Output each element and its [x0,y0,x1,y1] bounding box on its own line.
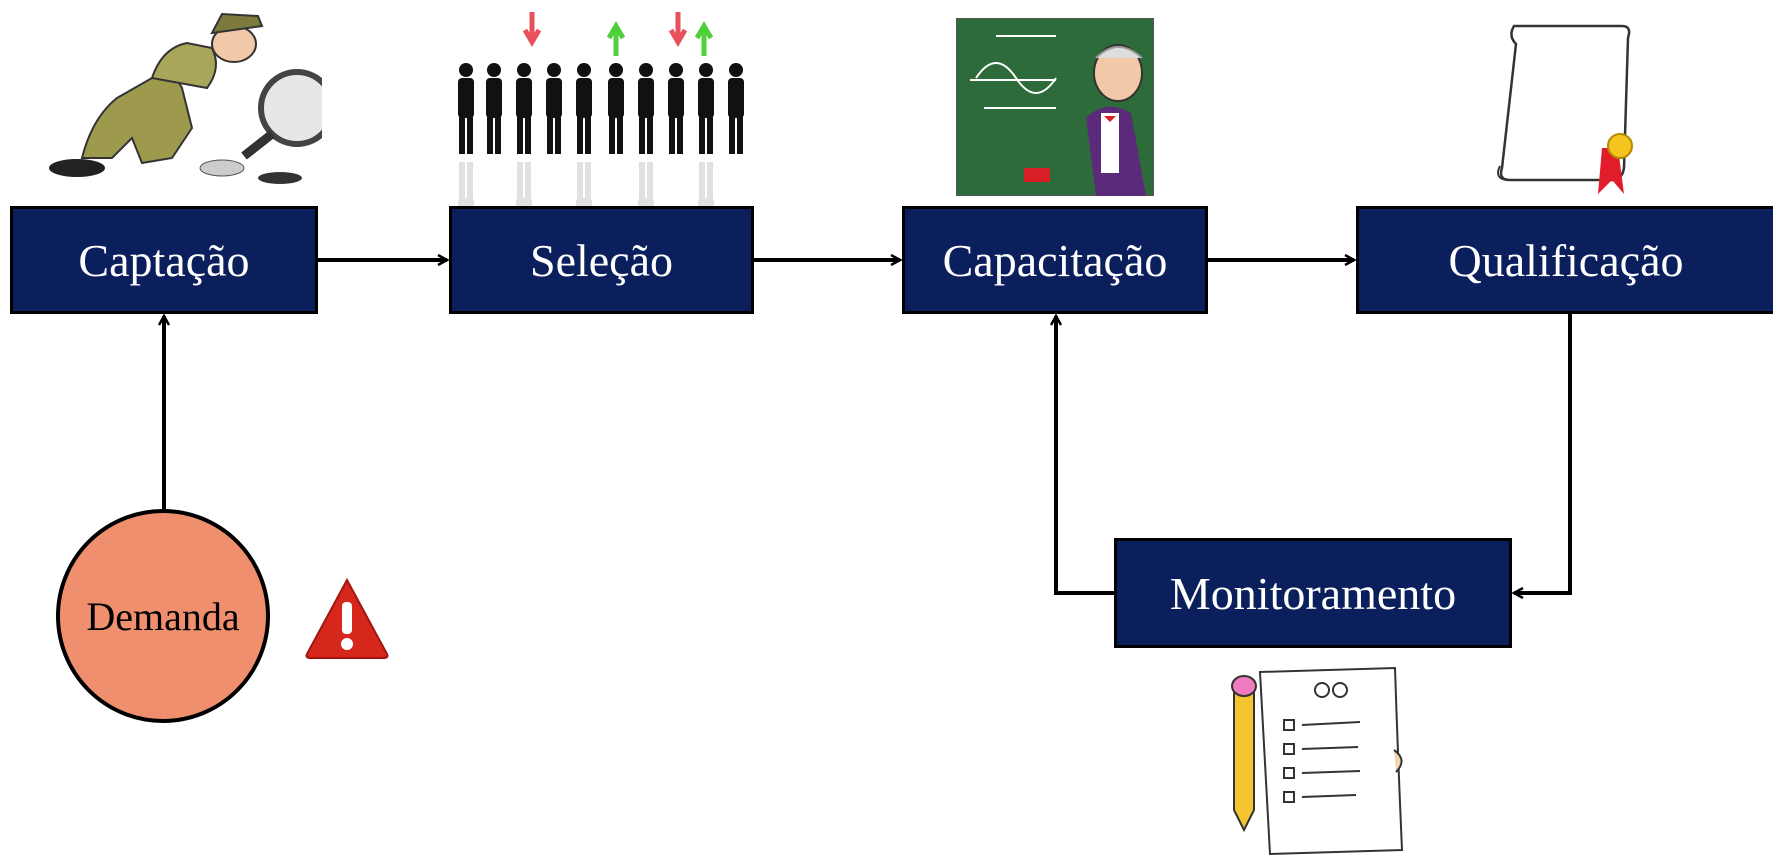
people-selection-icon [458,12,744,206]
certificate-scroll-icon [1497,24,1633,194]
arrow-qualificacao-monitoramento [1514,314,1572,593]
monitoramento-box: Monitoramento [1114,538,1512,648]
checklist-pencil-icon [1231,666,1404,856]
monitoramento-label: Monitoramento [1169,567,1457,619]
capacitacao-box: Capacitação [902,206,1208,314]
demanda-circle: Demanda [56,509,270,723]
selecao-label: Seleção [529,234,674,286]
capacitacao-label: Capacitação [942,234,1168,286]
qualificacao-label: Qualificação [1448,234,1684,286]
detective-magnifier-icon [49,12,322,184]
warning-icon [305,577,389,659]
captacao-box: Captação [10,206,318,314]
selecao-box: Seleção [449,206,754,314]
arrow-monitoramento-capacitacao [1056,316,1114,595]
qualificacao-box: Qualificação [1356,206,1773,314]
teacher-blackboard-icon [956,18,1154,196]
demanda-label: Demanda [86,593,240,639]
captacao-label: Captação [78,234,250,286]
